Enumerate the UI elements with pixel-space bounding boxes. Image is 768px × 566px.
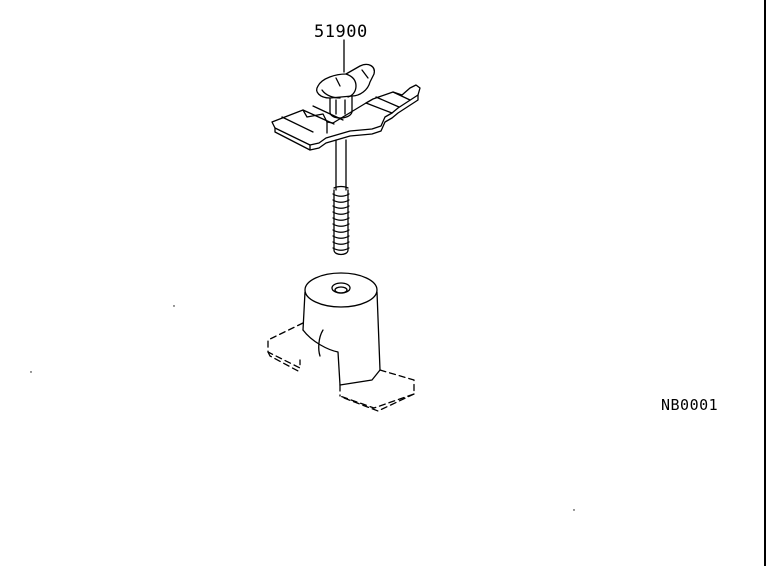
support-bracket: [267, 272, 415, 412]
figure-code-label: NB0001: [661, 396, 719, 414]
frame-right-border: [764, 0, 766, 566]
scan-speck: [30, 371, 32, 373]
scan-speck: [173, 305, 175, 307]
part-number-label: 51900: [314, 22, 368, 42]
wing-nut: [316, 63, 375, 119]
scan-speck: [573, 509, 575, 511]
clamp-bolt: [332, 139, 350, 256]
